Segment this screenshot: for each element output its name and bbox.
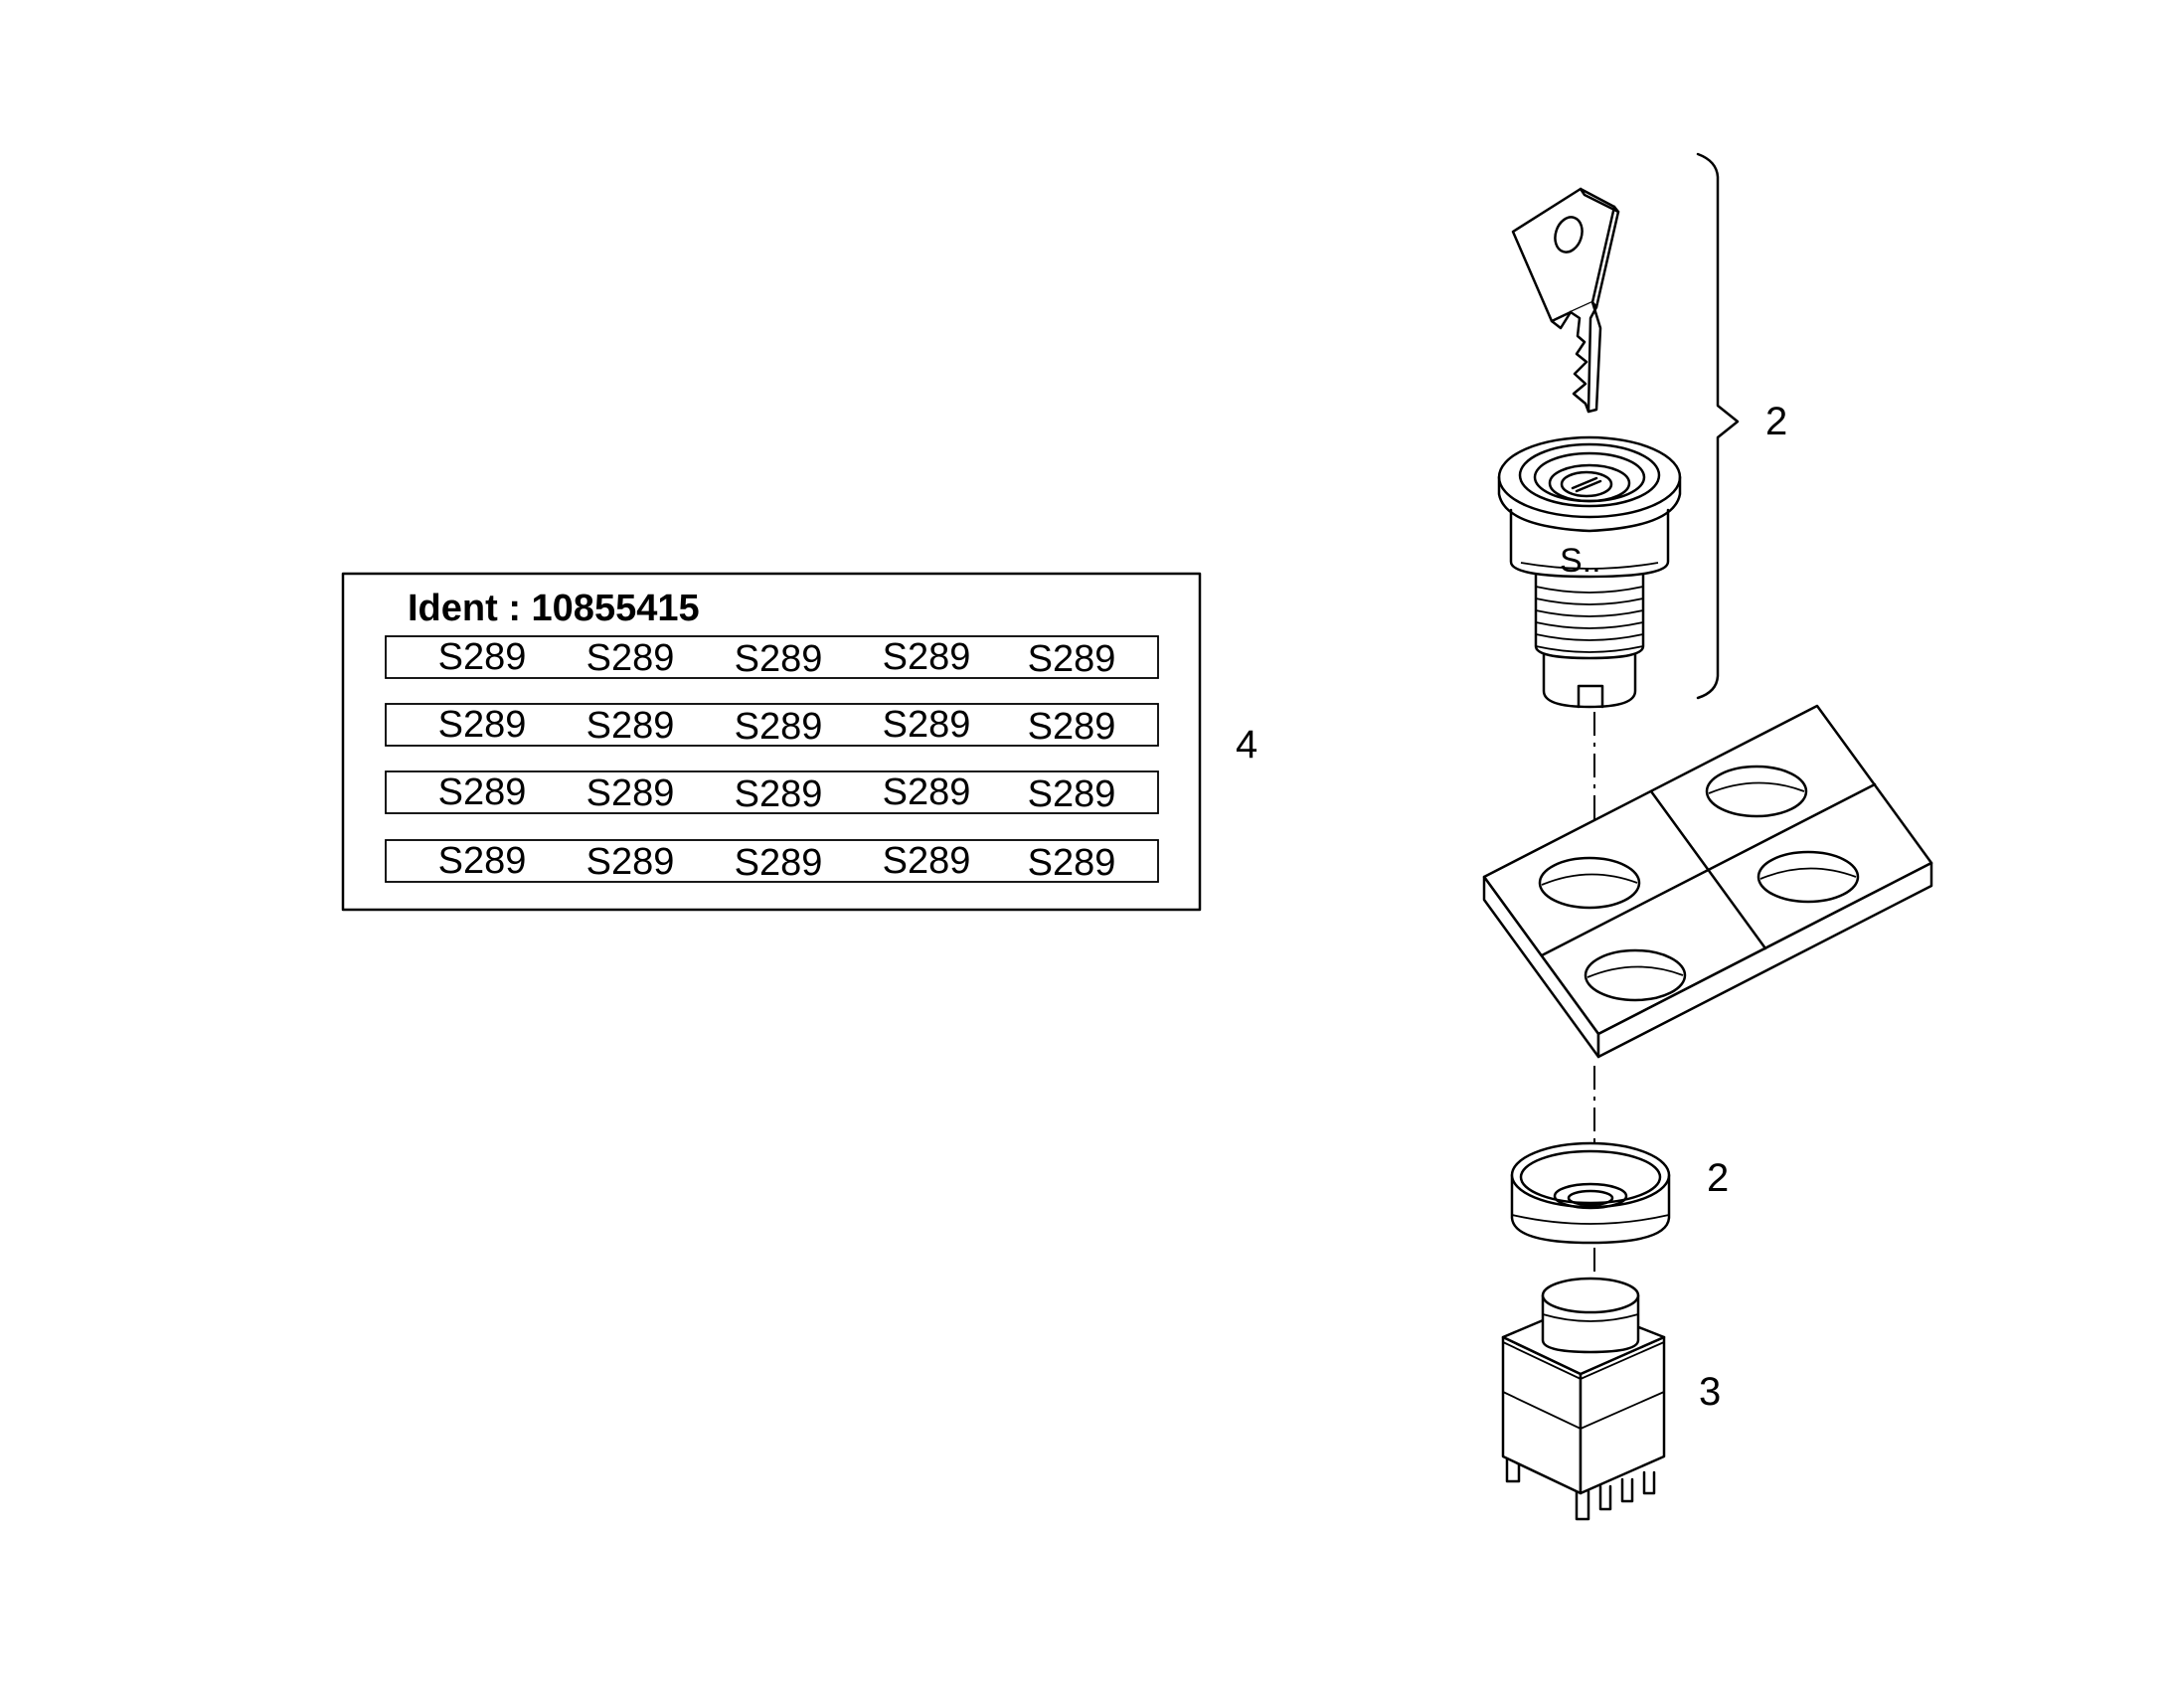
switch-block-illustration [1501, 1277, 1666, 1521]
callout-4: 4 [1236, 723, 1257, 767]
label-2-1: S289 [438, 704, 527, 746]
label-1-4: S289 [883, 636, 971, 678]
label-3-3: S289 [735, 773, 823, 815]
key-illustration [1511, 187, 1620, 414]
label-2-2: S289 [586, 705, 675, 747]
mounting-plate-illustration [1482, 704, 1933, 1059]
label-1-1: S289 [438, 636, 527, 678]
label-sheet: Ident : 10855415 S289 S289 S289 S289 S28… [341, 572, 1202, 912]
callout-2-bottom: 2 [1707, 1156, 1729, 1200]
label-1-5: S289 [1028, 638, 1116, 680]
label-strip-1: S289 S289 S289 S289 S289 [385, 635, 1159, 680]
label-3-2: S289 [586, 772, 675, 814]
label-strip-3: S289 S289 S289 S289 S289 [385, 770, 1159, 815]
lock-cylinder-illustration: S.. [1497, 435, 1682, 709]
label-4-2: S289 [586, 841, 675, 883]
label-4-1: S289 [438, 840, 527, 882]
label-4-4: S289 [883, 840, 971, 882]
bezel-ring-illustration [1510, 1141, 1671, 1245]
label-2-3: S289 [735, 706, 823, 748]
label-3-1: S289 [438, 771, 527, 813]
callout-3: 3 [1699, 1370, 1721, 1414]
group-brace [1696, 152, 1740, 700]
label-sheet-ident: Ident : 10855415 [408, 588, 700, 629]
label-4-3: S289 [735, 842, 823, 884]
label-1-3: S289 [735, 638, 823, 680]
label-4-5: S289 [1028, 842, 1116, 884]
label-strip-2: S289 S289 S289 S289 S289 [385, 703, 1159, 748]
label-sheet-frame [341, 572, 1202, 912]
label-3-4: S289 [883, 771, 971, 813]
callout-2-top: 2 [1765, 400, 1787, 443]
label-3-5: S289 [1028, 773, 1116, 815]
label-strip-4: S289 S289 S289 S289 S289 [385, 839, 1159, 884]
lock-cylinder-marking: S.. [1560, 542, 1601, 580]
label-1-2: S289 [586, 637, 675, 679]
label-2-4: S289 [883, 704, 971, 746]
label-2-5: S289 [1028, 706, 1116, 748]
